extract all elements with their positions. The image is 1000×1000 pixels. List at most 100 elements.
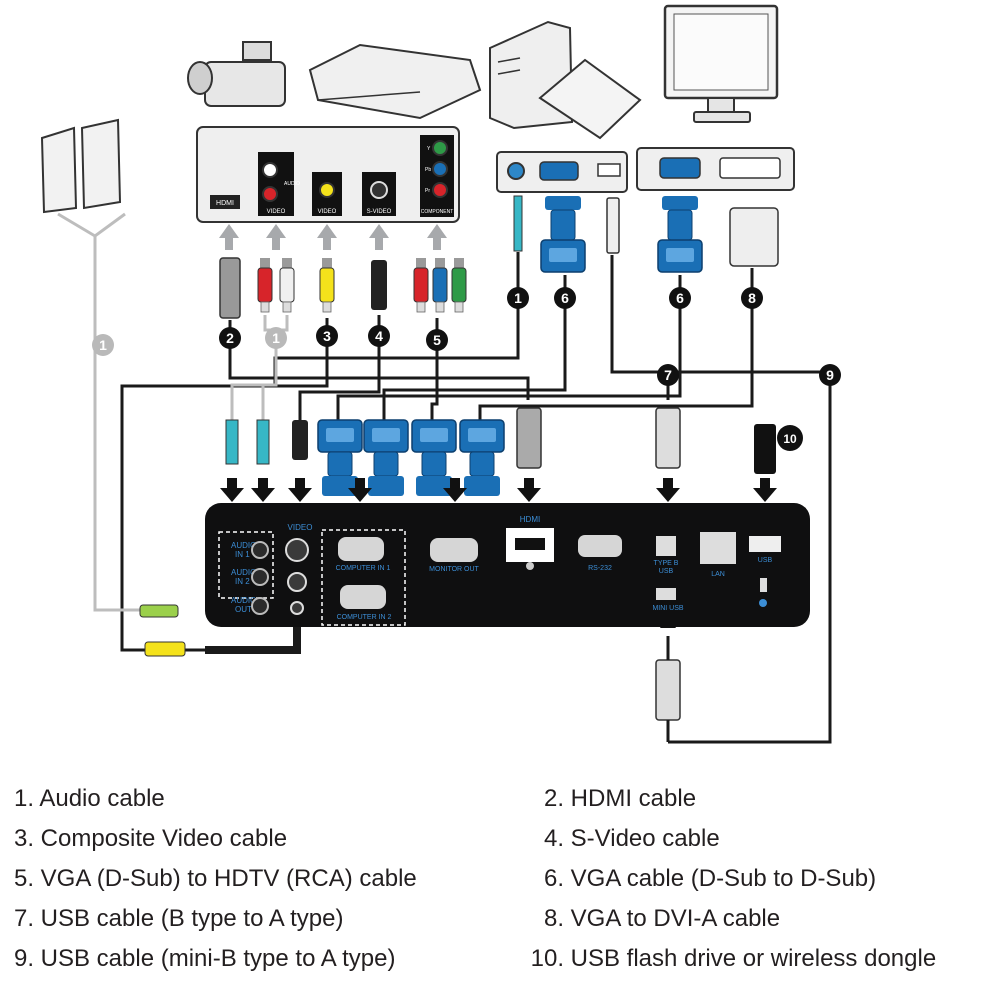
legend-text: Audio cable xyxy=(34,785,165,812)
camcorder-illustration xyxy=(187,41,286,107)
legend-text: HDMI cable xyxy=(564,785,697,812)
legend-number: 6. xyxy=(543,865,564,892)
pj-computer-in1-label: COMPUTER IN 1 xyxy=(336,565,391,572)
audio-grey-wiring xyxy=(93,315,289,612)
callout-number: 4 xyxy=(375,328,383,344)
legend-text: USB cable (B type to A type) xyxy=(34,905,344,932)
src-audio-label: AUDIO xyxy=(284,181,300,187)
callout-circle xyxy=(316,325,338,347)
callout-number: 1 xyxy=(99,337,107,353)
callout-circle xyxy=(657,364,679,386)
pj-audio-in1-a: AUDIO xyxy=(231,541,256,550)
legend-text: USB cable (mini-B type to A type) xyxy=(34,945,396,972)
callout-number: 9 xyxy=(826,367,834,383)
computer-ports-panel xyxy=(496,151,628,193)
legend-item: 8. VGA to DVI-A cable xyxy=(520,905,780,933)
pj-audio-out-a: AUDIO xyxy=(231,596,256,605)
callout-markers: 1 2 1 3 4 5 1 6 6 8 7 9 10 xyxy=(92,287,841,451)
src-svideo-label: S-VIDEO xyxy=(367,209,392,215)
dvd-player-illustration xyxy=(308,43,482,120)
callout-number: 5 xyxy=(433,332,441,348)
callout-number: 1 xyxy=(514,290,522,306)
speakers-illustration xyxy=(40,118,126,330)
legend-text: VGA to DVI-A cable xyxy=(564,905,781,932)
pj-rs232-label: RS-232 xyxy=(588,565,612,572)
callout-circle xyxy=(219,327,241,349)
source-av-panel: HDMI AUDIO VIDEO VIDEO S-VIDEO Y Pb Pr C… xyxy=(196,126,460,223)
legend-item: 7. USB cable (B type to A type) xyxy=(0,905,344,933)
monitor-ports-panel xyxy=(636,147,795,191)
pj-typeb-a: TYPE B xyxy=(654,560,679,567)
callout-circle xyxy=(92,334,114,356)
callout-number: 6 xyxy=(676,290,684,306)
callout-circle xyxy=(554,287,576,309)
source-cables xyxy=(219,195,779,319)
callout-circle xyxy=(819,364,841,386)
legend-number: 4. xyxy=(543,825,564,852)
pj-computer-in2-label: COMPUTER IN 2 xyxy=(337,614,392,621)
legend-number: 9. xyxy=(13,945,34,972)
legend-number: 2. xyxy=(543,785,564,812)
cable-legend: 1. Audio cable 2. HDMI cable 3. Composite … xyxy=(0,785,1000,995)
src-comp-y-label: Y xyxy=(427,146,431,152)
pj-usb-label: USB xyxy=(758,557,773,564)
legend-item: 9. USB cable (mini-B type to A type) xyxy=(0,945,396,973)
legend-item: 2. HDMI cable xyxy=(520,785,696,813)
legend-item: 6. VGA cable (D-Sub to D-Sub) xyxy=(520,865,876,893)
legend-number: 1. xyxy=(13,785,34,812)
legend-item: 3. Composite Video cable xyxy=(0,825,287,853)
monitor-illustration xyxy=(663,4,779,123)
pj-audio-out-b: OUT xyxy=(235,605,252,614)
legend-number: 3. xyxy=(13,825,34,852)
legend-item: 10. USB flash drive or wireless dongle xyxy=(520,945,937,973)
legend-number: 7. xyxy=(13,905,34,932)
legend-number: 8. xyxy=(543,905,564,932)
src-comp-pr-label: Pr xyxy=(425,188,430,194)
legend-text: VGA (D-Sub) to HDTV (RCA) cable xyxy=(34,865,417,892)
pj-hdmi-label: HDMI xyxy=(520,515,540,524)
computer-illustration xyxy=(489,20,642,140)
pj-typeb-b: USB xyxy=(659,568,674,575)
callout-circle xyxy=(669,287,691,309)
pj-audio-in2-b: IN 2 xyxy=(235,577,250,586)
callout-number: 1 xyxy=(272,330,280,346)
legend-text: USB flash drive or wireless dongle xyxy=(564,945,937,972)
callout-number: 2 xyxy=(226,330,234,346)
connection-diagram: HDMI AUDIO VIDEO VIDEO S-VIDEO Y Pb Pr C… xyxy=(40,4,841,744)
callout-circle xyxy=(265,327,287,349)
callout-number: 7 xyxy=(664,367,672,383)
callout-circle xyxy=(426,329,448,351)
callout-number: 6 xyxy=(561,290,569,306)
legend-item: 1. Audio cable xyxy=(0,785,165,813)
legend-number: 10. xyxy=(530,945,564,972)
legend-text: S-Video cable xyxy=(564,825,720,852)
projector-panel: AUDIO IN 1 AUDIO IN 2 AUDIO OUT VIDEO CO… xyxy=(205,503,810,627)
pj-video-label: VIDEO xyxy=(288,523,313,532)
projector-plugs xyxy=(225,407,776,497)
mini-usb-cable xyxy=(655,636,681,742)
legend-item: 4. S-Video cable xyxy=(520,825,720,853)
legend-item: 5. VGA (D-Sub) to HDTV (RCA) cable xyxy=(0,865,417,893)
legend-number: 5. xyxy=(13,865,34,892)
src-component-label: COMPONENT xyxy=(421,209,454,215)
pj-monitor-out-label: MONITOR OUT xyxy=(429,566,479,573)
callout-circle xyxy=(741,287,763,309)
callout-number: 3 xyxy=(323,328,331,344)
callout-circle xyxy=(368,325,390,347)
callout-number: 8 xyxy=(748,290,756,306)
src-video-label: VIDEO xyxy=(267,209,286,215)
callout-circle xyxy=(507,287,529,309)
callout-number: 10 xyxy=(783,432,797,446)
left-plugs xyxy=(139,604,186,657)
pj-lan-label: LAN xyxy=(711,571,725,578)
src-comp-pb-label: Pb xyxy=(425,167,431,173)
pj-audio-in1-b: IN 1 xyxy=(235,550,250,559)
source-arrows xyxy=(219,224,447,250)
callout-circle xyxy=(777,425,803,451)
legend-text: Composite Video cable xyxy=(34,825,288,852)
src-composite-label: VIDEO xyxy=(318,209,337,215)
legend-text: VGA cable (D-Sub to D-Sub) xyxy=(564,865,877,892)
pj-audio-in2-a: AUDIO xyxy=(231,568,256,577)
pj-mini-usb-label: MINI USB xyxy=(652,605,683,612)
src-hdmi-label: HDMI xyxy=(216,200,234,207)
